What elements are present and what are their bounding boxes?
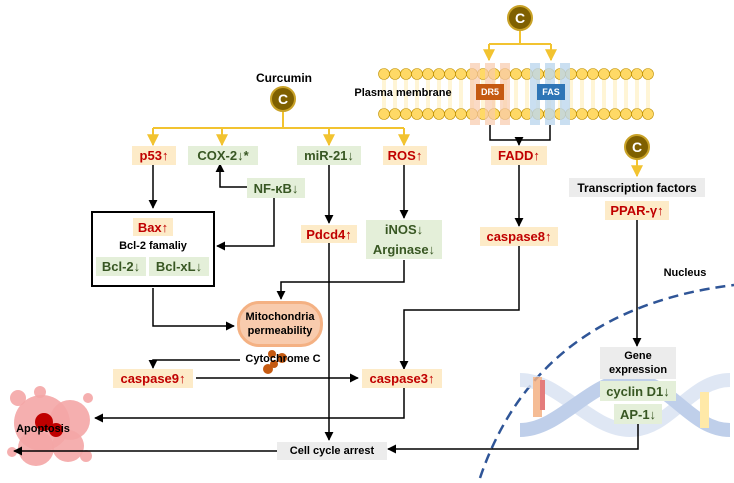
nucleus-membrane [478, 283, 734, 479]
mitochondria-permeability-node: Mitochondria permeability [237, 301, 323, 347]
cytochrome-c-icon [263, 350, 287, 374]
curcumin-receptor-icon: C [507, 5, 533, 31]
caspase3-node: caspase3↑ [362, 369, 442, 388]
gene-expression-node: Gene expression [600, 347, 676, 379]
curcumin-title: Curcumin [255, 71, 312, 85]
fadd-node: FADD↑ [491, 146, 547, 165]
curcumin-pparg-icon: C [624, 134, 650, 160]
cytochrome-c-label: Cytochrome C [245, 353, 321, 365]
fas-label: FAS [537, 84, 565, 100]
bcl2-node: Bcl-2↓ [96, 257, 146, 276]
apoptosis-label: Apoptosis [16, 423, 70, 435]
mir21-node: miR-21↓ [297, 146, 361, 165]
curcumin-arrows [147, 31, 643, 178]
pdcd4-node: Pdcd4↑ [301, 225, 357, 243]
bax-node: Bax↑ [133, 218, 173, 236]
inos-node: iNOS↓ [366, 220, 442, 239]
curcumin-icon: C [270, 86, 296, 112]
nucleus-label: Nucleus [663, 267, 707, 279]
ap1-node: AP-1↓ [614, 404, 662, 424]
arginase-node: Arginase↓ [366, 239, 442, 259]
plasma-membrane-label: Plasma membrane [354, 87, 452, 99]
ros-node: ROS↑ [383, 146, 427, 165]
bcl2-family-label: Bcl-2 famaliy [119, 240, 187, 252]
dna-helix-icon [519, 372, 731, 438]
cell-cycle-arrest-node: Cell cycle arrest [277, 442, 387, 460]
bclxl-node: Bcl-xL↓ [149, 257, 209, 276]
pparg-node: PPAR-γ↑ [605, 201, 669, 220]
caspase9-node: caspase9↑ [113, 369, 193, 388]
cox2-node: COX-2↓* [188, 146, 258, 165]
p53-node: p53↑ [132, 146, 176, 165]
transcription-factors-node: Transcription factors [569, 178, 705, 197]
signal-arrows [13, 125, 642, 456]
cyclin-d1-node: cyclin D1↓ [600, 381, 676, 401]
dr5-label: DR5 [476, 84, 504, 100]
caspase8-node: caspase8↑ [480, 227, 558, 246]
nfkb-node: NF-κB↓ [247, 178, 305, 198]
